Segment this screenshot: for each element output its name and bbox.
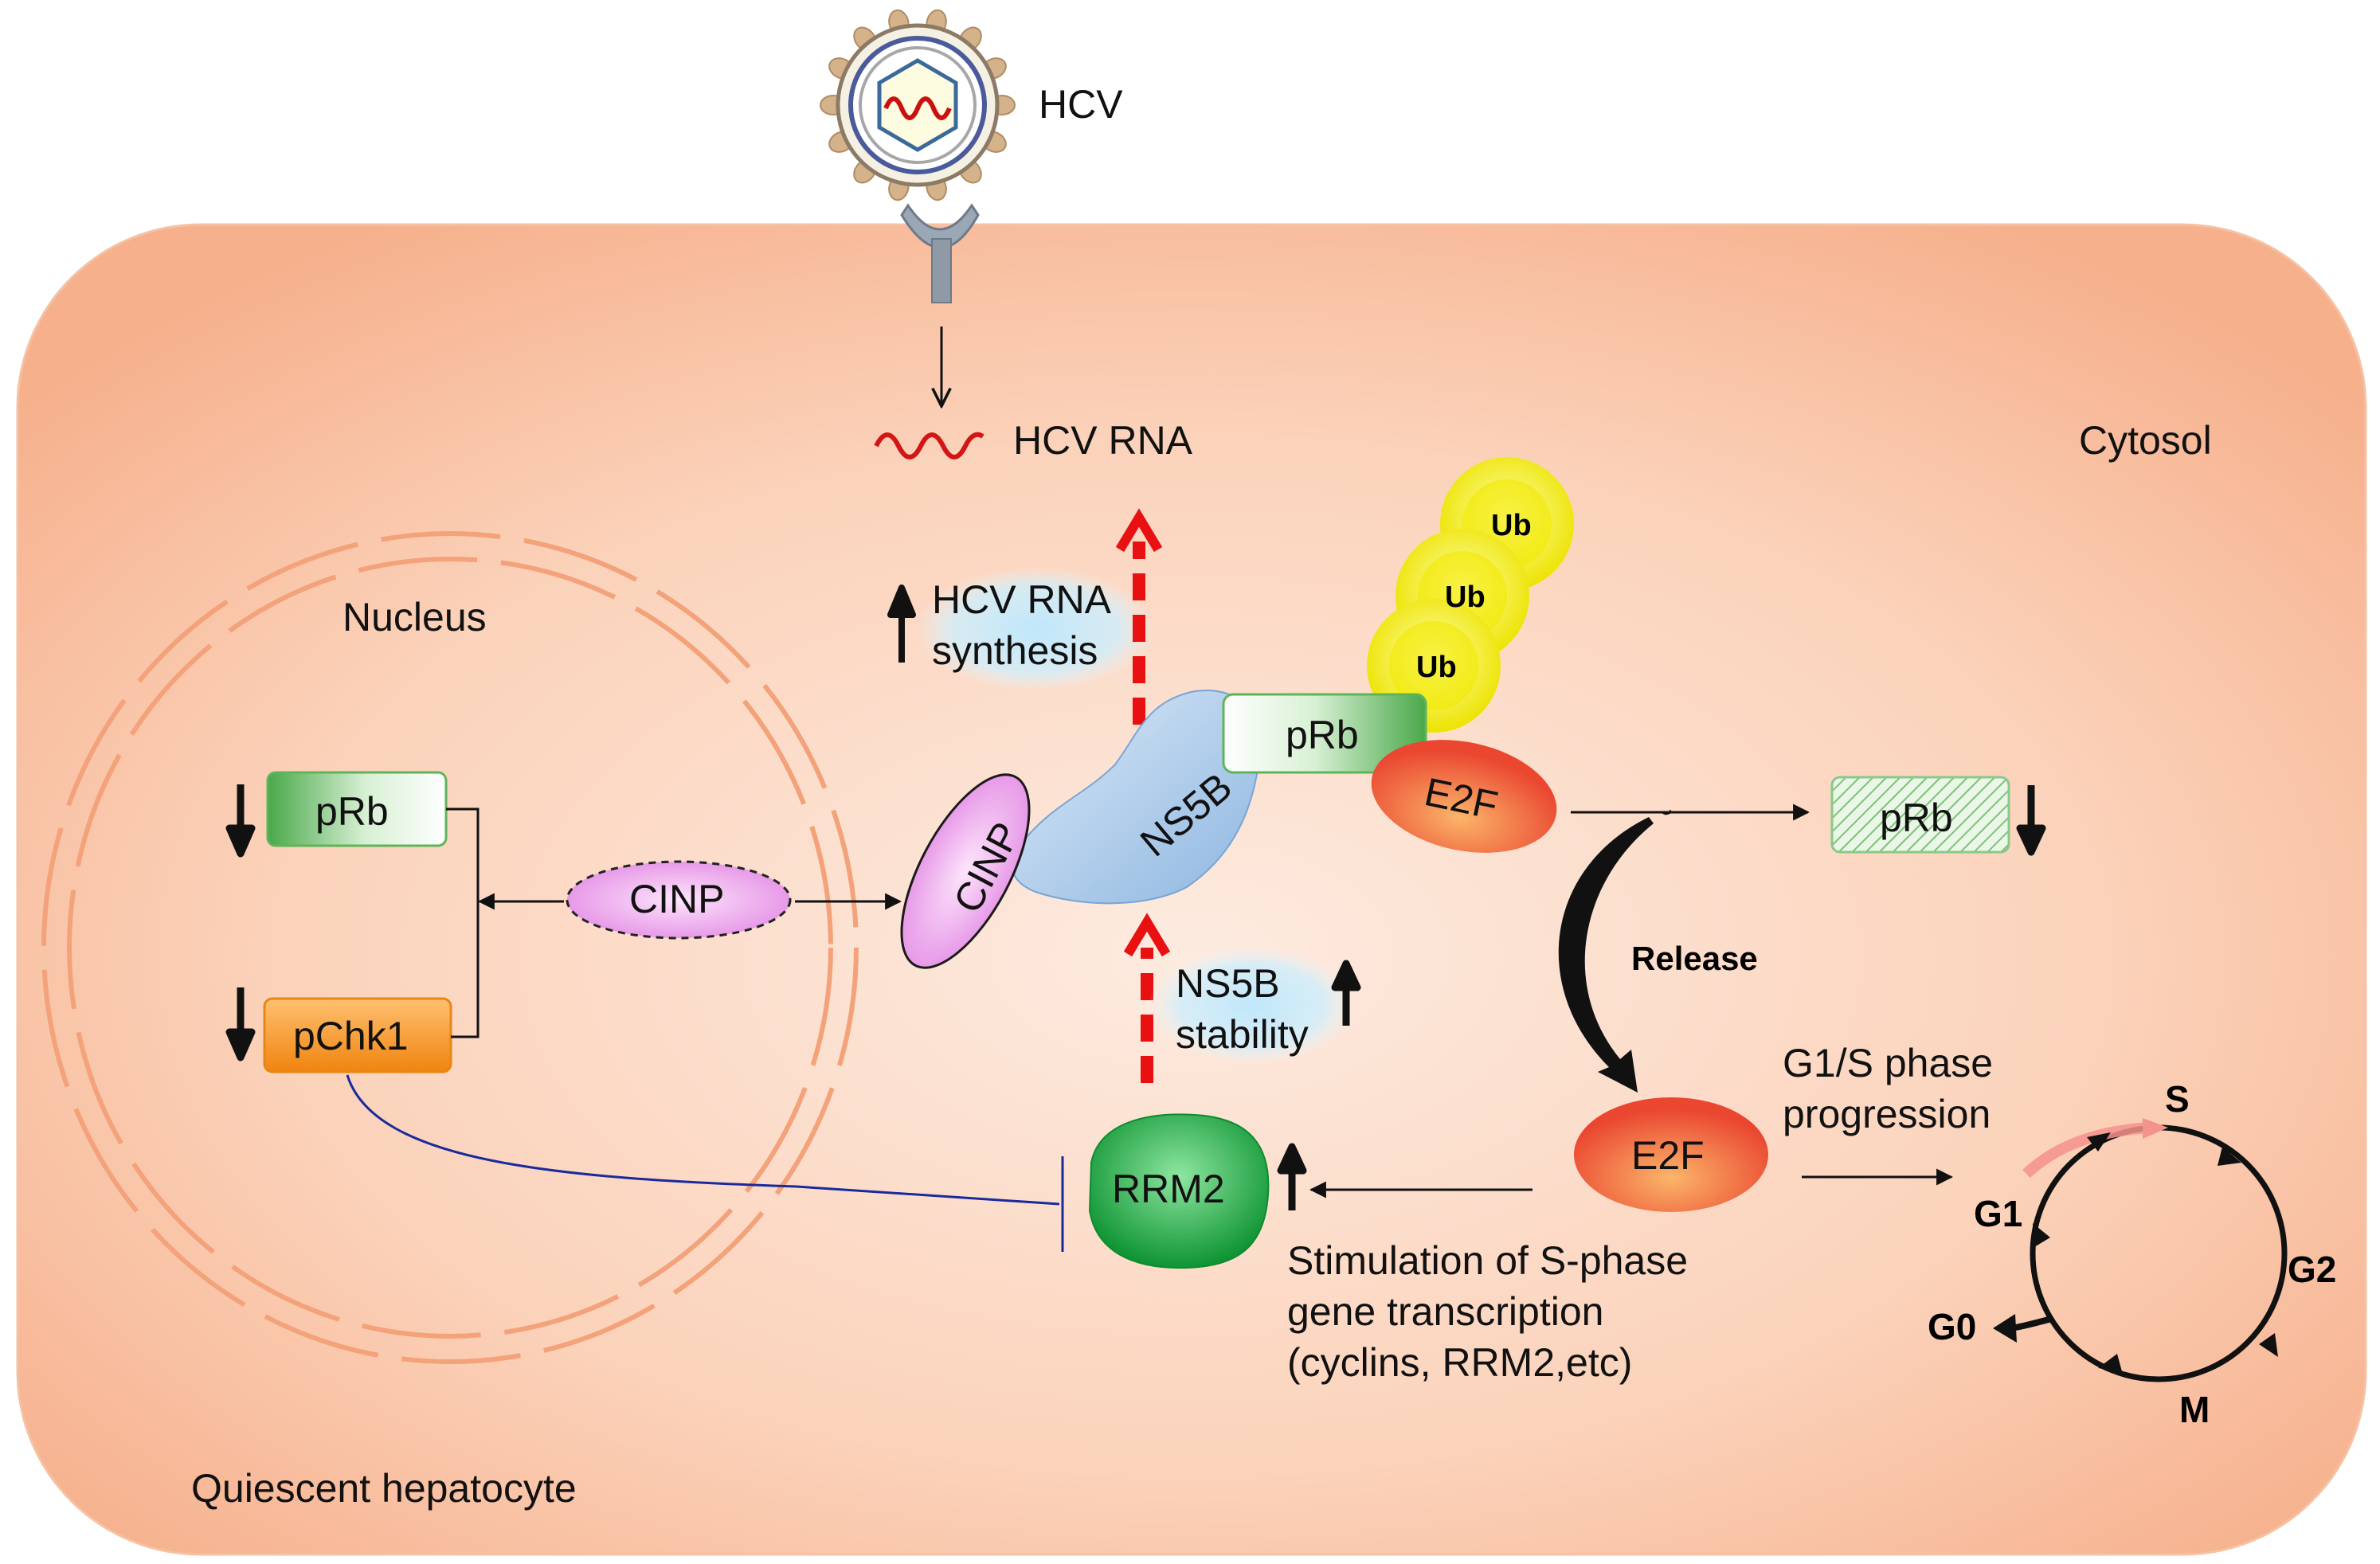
red-arrowhead-rna-icon <box>1115 508 1163 553</box>
cinp-dashed-label: CINP <box>629 877 724 921</box>
ub-label-1: Ub <box>1491 509 1532 542</box>
prb-degraded-box <box>1830 776 2010 854</box>
nucleus-envelope-outer <box>41 531 859 1364</box>
stability-line-1: NS5B <box>1176 961 1280 1006</box>
cell-cycle-circle <box>1993 1118 2288 1382</box>
prb-bound-label: pRb <box>1286 713 1359 757</box>
synthesis-highlight <box>916 567 1155 691</box>
ubiquitin-chain <box>1367 457 1574 733</box>
stability-line-2: stability <box>1176 1012 1309 1057</box>
pchk1-box <box>263 997 452 1073</box>
e2f-free-shape <box>1574 1097 1768 1212</box>
rrm2-label: RRM2 <box>1112 1167 1225 1211</box>
hcv-label: HCV <box>1039 82 1123 127</box>
synthesis-line-1: HCV RNA <box>932 577 1112 622</box>
receptor-icon <box>900 203 980 303</box>
pchk1-inhibits-rrm2-line <box>346 1074 1060 1206</box>
prb-release-arrow <box>1571 811 1808 814</box>
stimulation-line-3: (cyclins, RRM2,etc) <box>1287 1340 1632 1385</box>
hcv-rna-icon <box>874 432 984 459</box>
up-arrow-synthesis-icon <box>887 585 916 663</box>
cytosol-label: Cytosol <box>2079 418 2212 463</box>
stimulation-line-1: Stimulation of S-phase <box>1287 1238 1688 1283</box>
release-label: Release <box>1631 940 1758 977</box>
up-arrow-rrm2-icon <box>1277 1143 1307 1210</box>
up-arrow-stability-icon <box>1331 960 1361 1026</box>
prb-pchk1-bracket <box>446 807 480 1038</box>
rrm2-protein-shape <box>1088 1113 1270 1269</box>
prb-nucleus-label: pRb <box>315 789 389 834</box>
phase-m-label: M <box>2179 1389 2210 1430</box>
ub-label-2: Ub <box>1445 581 1486 614</box>
nucleus-envelope-inner <box>67 557 833 1339</box>
g1s-line-1: G1/S phase <box>1783 1041 1993 1085</box>
phase-g0-label: G0 <box>1928 1306 1976 1347</box>
g1s-line-2: progression <box>1783 1092 1991 1136</box>
pchk1-label: pChk1 <box>293 1014 409 1058</box>
e2f-bound-shape <box>1371 740 1557 853</box>
ub-label-3: Ub <box>1416 651 1457 684</box>
quiescent-hepatocyte-label: Quiescent hepatocyte <box>191 1466 577 1511</box>
prb-degraded-label: pRb <box>1880 796 1953 840</box>
cinp-dashed-shape <box>566 860 792 940</box>
phase-g1-label: G1 <box>1974 1193 2022 1234</box>
prb-bound-box <box>1222 693 1427 774</box>
hepatocyte-cell <box>16 223 2367 1556</box>
red-arrowhead-ns5b-icon <box>1123 913 1171 957</box>
hcv-rna-label: HCV RNA <box>1013 418 1193 463</box>
e2f-free-label: E2F <box>1631 1133 1705 1178</box>
down-arrow-prb-icon <box>225 784 256 858</box>
phase-g2-label: G2 <box>2288 1249 2336 1290</box>
hcv-virion-icon <box>820 9 1016 201</box>
phase-s-label: S <box>2165 1078 2190 1120</box>
cinp-cytosol-shape <box>900 773 1031 969</box>
down-arrow-pchk1-icon <box>225 987 256 1062</box>
release-curved-arrow <box>1558 817 1654 1093</box>
down-arrow-prb-degraded-icon <box>2016 785 2046 856</box>
nucleus-label: Nucleus <box>343 595 487 639</box>
synthesis-line-2: synthesis <box>932 628 1098 673</box>
stimulation-line-2: gene transcription <box>1287 1289 1603 1334</box>
stability-highlight <box>1149 946 1356 1064</box>
